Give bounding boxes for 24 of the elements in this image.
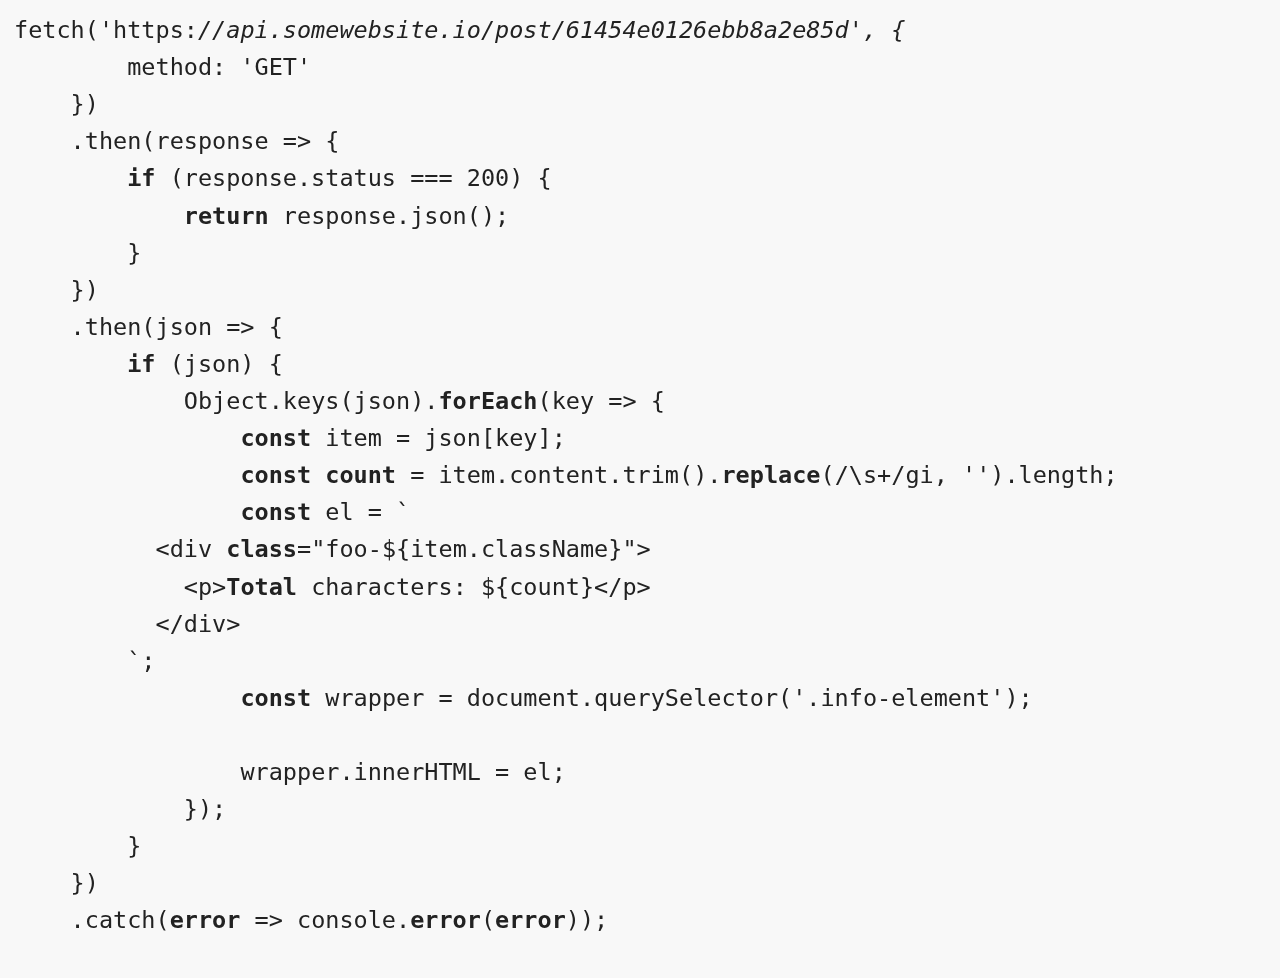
code-line: if (json) {: [127, 348, 283, 379]
code-line: }): [70, 868, 99, 899]
code-line: method: 'GET': [127, 52, 312, 83]
code-line: .then(json => {: [70, 311, 283, 342]
code-line: Object.keys(json).forEach(key => {: [183, 386, 665, 416]
code-line: const wrapper = document.querySelector('.info-element');: [240, 682, 1033, 713]
code-line: });: [183, 794, 227, 825]
code-line: const item = json[key];: [240, 423, 566, 454]
code-line: }): [70, 89, 99, 120]
code-line: fetch('https://api.somewebsite.io/post/61454e0126ebb8a2e85d', {: [14, 15, 906, 45]
code-line: <p>Total characters: ${count}</p>: [183, 571, 651, 602]
code-line: return response.json();: [183, 200, 510, 231]
code-line: wrapper.innerHTML = el;: [240, 757, 566, 787]
code-line: const count = item.content.trim().replace(/\s+/gi, '').length;: [240, 460, 1118, 491]
code-line: <div class="foo-${item.className}">: [155, 534, 651, 565]
code-line: if (response.status === 200) {: [127, 163, 552, 194]
code-line: </div>: [155, 608, 241, 639]
code-line: }: [127, 237, 142, 268]
code-line: `;: [127, 645, 156, 676]
code-line: const el = `: [240, 497, 411, 528]
code-line: }): [70, 274, 99, 305]
code-line: .catch(error => console.error(error));: [70, 905, 609, 936]
code-line: .then(response => {: [70, 126, 340, 157]
code-line: }: [127, 831, 142, 862]
